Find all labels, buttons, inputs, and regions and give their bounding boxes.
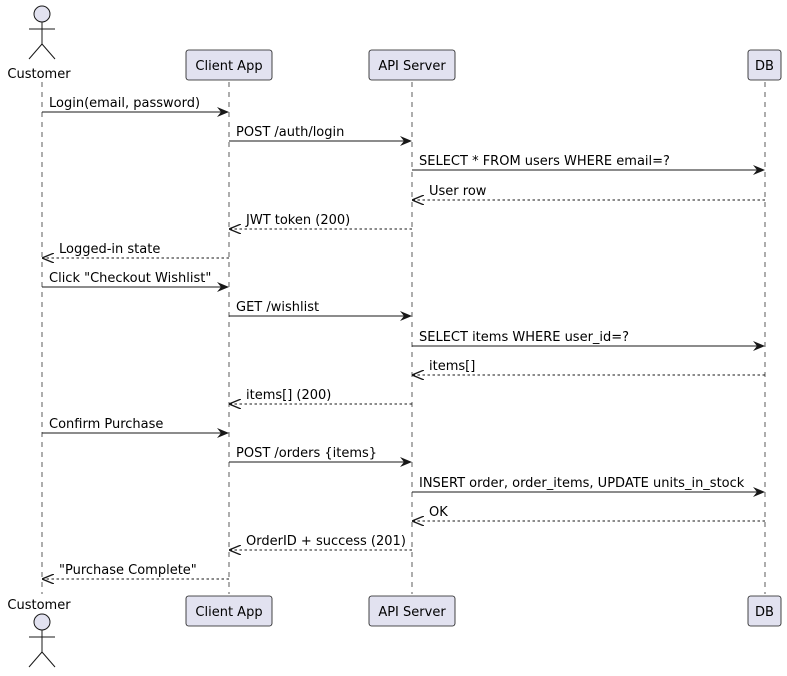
participant-label: Client App [195,59,262,74]
message-label: JWT token (200) [245,213,350,228]
message-label: OK [429,505,448,520]
message-label: items[] [429,359,475,374]
message: items[] [413,359,765,375]
message: SELECT items WHERE user_id=? [412,330,765,351]
actor-head [33,5,51,23]
message: Login(email, password) [42,96,229,117]
participant-box [747,49,782,81]
participant-db-top: DB [747,49,782,81]
participant-box [185,49,273,81]
message: GET /wishlist [229,300,412,321]
message: POST /orders {items} [229,446,412,467]
message-label: POST /orders {items} [236,446,377,461]
actor-head [33,613,51,631]
message: JWT token (200) [230,213,412,229]
participant-label: Client App [195,605,262,620]
actor-leg-left [28,651,43,668]
actor-customer-bottom: Customer [7,598,71,668]
message-label: Click "Checkout Wishlist" [49,271,211,286]
participant-api-top: API Server [368,49,456,81]
participant-box [368,49,456,81]
message: POST /auth/login [229,125,412,146]
participant-label: API Server [378,59,446,74]
message: User row [413,184,765,200]
message-label: User row [429,184,487,199]
actor-label: Customer [7,67,71,82]
message: Confirm Purchase [42,417,229,438]
message-label: GET /wishlist [236,300,319,315]
message: OK [413,505,765,521]
message: OrderID + success (201) [230,534,412,550]
message: items[] (200) [230,388,412,404]
message: Logged-in state [43,242,229,258]
participant-box [368,595,456,627]
actor-label: Customer [7,598,71,613]
message-label: items[] (200) [246,388,331,403]
participant-box [747,595,782,627]
actor-leg-left [28,43,43,60]
message-label: Logged-in state [59,242,160,257]
participant-client-bottom: Client App [185,595,273,627]
message-label: INSERT order, order_items, UPDATE units_… [419,476,745,491]
actor-leg-right [41,43,56,60]
participant-db-bottom: DB [747,595,782,627]
participant-client-top: Client App [185,49,273,81]
message-label: SELECT * FROM users WHERE email=? [419,154,670,169]
participant-box [185,595,273,627]
participant-label: API Server [378,605,446,620]
message-label: POST /auth/login [236,125,344,140]
message-label: Confirm Purchase [49,417,163,432]
messages: Login(email, password) POST /auth/loginSE… [42,96,765,579]
participant-label: DB [755,59,774,74]
message: INSERT order, order_items, UPDATE units_… [412,476,765,497]
message: Click "Checkout Wishlist" [42,271,229,292]
message-label: SELECT items WHERE user_id=? [419,330,629,345]
message: SELECT * FROM users WHERE email=? [412,154,765,175]
message-label: "Purchase Complete" [59,563,197,578]
participants-bottom: Customer Client App API Server DB [7,595,782,668]
participant-api-bottom: API Server [368,595,456,627]
message: "Purchase Complete" [43,563,229,579]
actor-customer-top: Customer [7,5,71,82]
message-label: Login(email, password) [49,96,200,111]
participants-top: Customer Client App API Server DB [7,5,782,82]
message-label: OrderID + success (201) [246,534,406,549]
actor-leg-right [41,651,56,668]
participant-label: DB [755,605,774,620]
